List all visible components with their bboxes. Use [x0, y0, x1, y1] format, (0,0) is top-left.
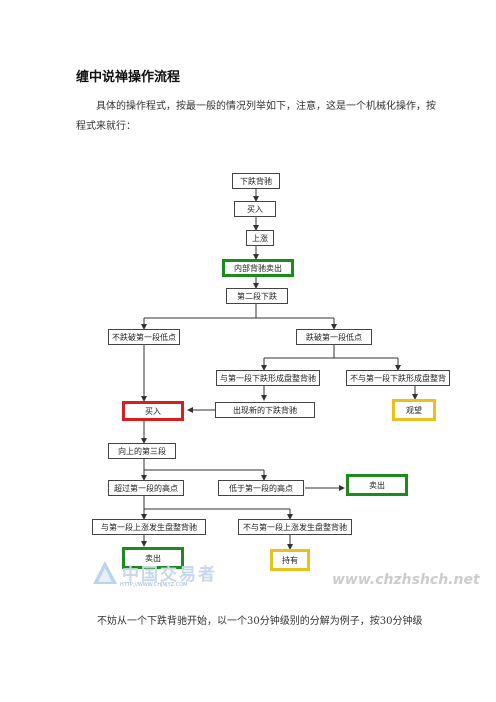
flow-node-new-down-divergence: 出现新的下跌背驰	[215, 402, 315, 418]
flow-node-buy-again: 买入	[122, 401, 184, 421]
watermark-url-right: www.chzhshch.net	[332, 572, 480, 588]
intro-paragraph: 具体的操作程式，按最一般的情况列举如下，注意，这是一个机械化操作，按程式来就行：	[76, 101, 436, 132]
flow-node-sell-final: 卖出	[122, 547, 184, 569]
flow-node-above-high: 超过第一段的高点	[108, 480, 184, 496]
flow-node-not-break-low: 不跌破第一段低点	[108, 329, 180, 345]
flow-node-third-up-segment: 向上的第三段	[108, 443, 176, 459]
flow-node-break-low: 跌破第一段低点	[296, 329, 372, 345]
flow-node-downtrend-divergence: 下跌背驰	[232, 173, 280, 189]
flow-node-no-consolidation-divergence: 不与第一段下跌形成盘整背	[346, 370, 450, 386]
flow-node-below-high: 低于第一段的高点	[218, 480, 304, 496]
flow-node-wait: 观望	[392, 399, 436, 421]
bottom-paragraph: 不妨从一个下跌背驰开始，以一个30分钟级别的分解为例子，按30分钟级	[97, 616, 423, 627]
triangle-logo-icon	[93, 561, 117, 584]
flow-node-no-up-consolidation-divergence: 不与第一段上涨发生盘整背驰	[238, 519, 352, 535]
flow-node-up-consolidation-divergence: 与第一段上涨发生盘整背驰	[92, 519, 206, 535]
watermark-cn-text: 中国交易者	[122, 565, 217, 585]
flow-node-buy: 买入	[234, 201, 276, 217]
flow-node-second-decline: 第二段下跌	[226, 288, 288, 304]
document-title: 缠中说禅操作流程	[76, 70, 181, 85]
flow-node-consolidation-divergence: 与第一段下跌形成盘整背驰	[216, 370, 320, 386]
flow-node-internal-divergence-sell: 内部背驰卖出	[222, 259, 294, 277]
watermark-url-left: HTTP://WWW.CHJNJYZ.COM	[120, 582, 188, 588]
flow-node-hold: 持有	[270, 549, 310, 571]
flow-node-sell: 卖出	[346, 474, 408, 496]
watermark-logo-left	[92, 560, 118, 590]
flow-node-rise: 上涨	[246, 230, 274, 246]
